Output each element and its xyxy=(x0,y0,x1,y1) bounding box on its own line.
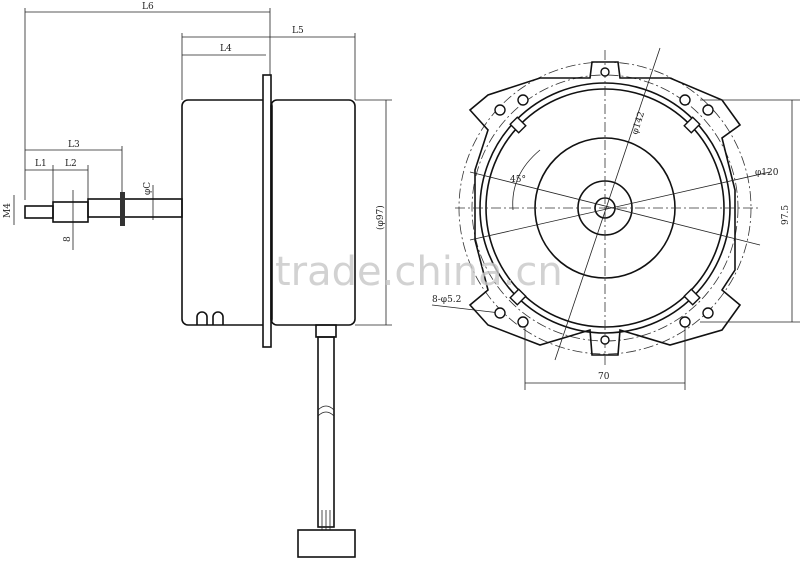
label-M4: M4 xyxy=(3,203,13,218)
label-phiC: φC xyxy=(143,182,153,195)
label-L3: L3 xyxy=(68,140,80,150)
hole xyxy=(494,104,506,116)
hole xyxy=(702,104,714,116)
cable-gland xyxy=(315,324,337,338)
hole xyxy=(679,94,691,106)
side-view: L6 L5 L4 L3 L1 L2 M4 8 φC (φ97) xyxy=(3,2,392,558)
cable xyxy=(317,336,335,528)
label-phi120: φ120 xyxy=(755,168,779,178)
hole xyxy=(679,316,691,328)
label-8: 8 xyxy=(63,236,73,242)
shaft xyxy=(87,198,183,218)
watermark: trade.china.cn xyxy=(275,249,563,295)
terminal xyxy=(683,116,701,134)
shaft-washer xyxy=(120,192,125,226)
motor-body-rear xyxy=(270,99,356,326)
flange-outline xyxy=(468,61,742,356)
label-L6: L6 xyxy=(142,2,154,12)
hole xyxy=(600,67,610,77)
connector xyxy=(297,529,356,558)
body-slots xyxy=(196,311,224,325)
dim-120-line xyxy=(469,171,761,246)
cable-break xyxy=(317,405,335,417)
front-view: φ142 φ120 45° 97.5 70 8-φ5.2 xyxy=(431,47,800,390)
terminal xyxy=(509,116,527,134)
angle-arc xyxy=(512,149,541,211)
dim-120-line-2 xyxy=(469,171,771,241)
label-phi97: (φ97) xyxy=(375,205,386,230)
label-L1: L1 xyxy=(35,159,47,169)
hole xyxy=(702,307,714,319)
label-L4: L4 xyxy=(220,44,232,54)
label-45deg: 45° xyxy=(510,175,526,185)
label-holes: 8-φ5.2 xyxy=(432,295,461,305)
terminal xyxy=(509,288,527,306)
hole xyxy=(517,316,529,328)
label-97.5: 97.5 xyxy=(781,205,791,225)
motor-body xyxy=(181,99,273,326)
mounting-holes xyxy=(494,67,714,345)
shaft-thread xyxy=(24,205,54,219)
label-phi142: φ142 xyxy=(630,111,647,136)
label-L2: L2 xyxy=(65,159,77,169)
mounting-flange xyxy=(262,74,272,348)
terminal xyxy=(683,288,701,306)
hole xyxy=(600,335,610,345)
leader-holes xyxy=(431,304,501,314)
hole xyxy=(494,307,506,319)
shaft-step xyxy=(52,201,89,223)
dim-phi142-line xyxy=(554,47,661,361)
hole xyxy=(517,94,529,106)
label-70: 70 xyxy=(598,372,610,382)
label-L5: L5 xyxy=(292,26,304,36)
